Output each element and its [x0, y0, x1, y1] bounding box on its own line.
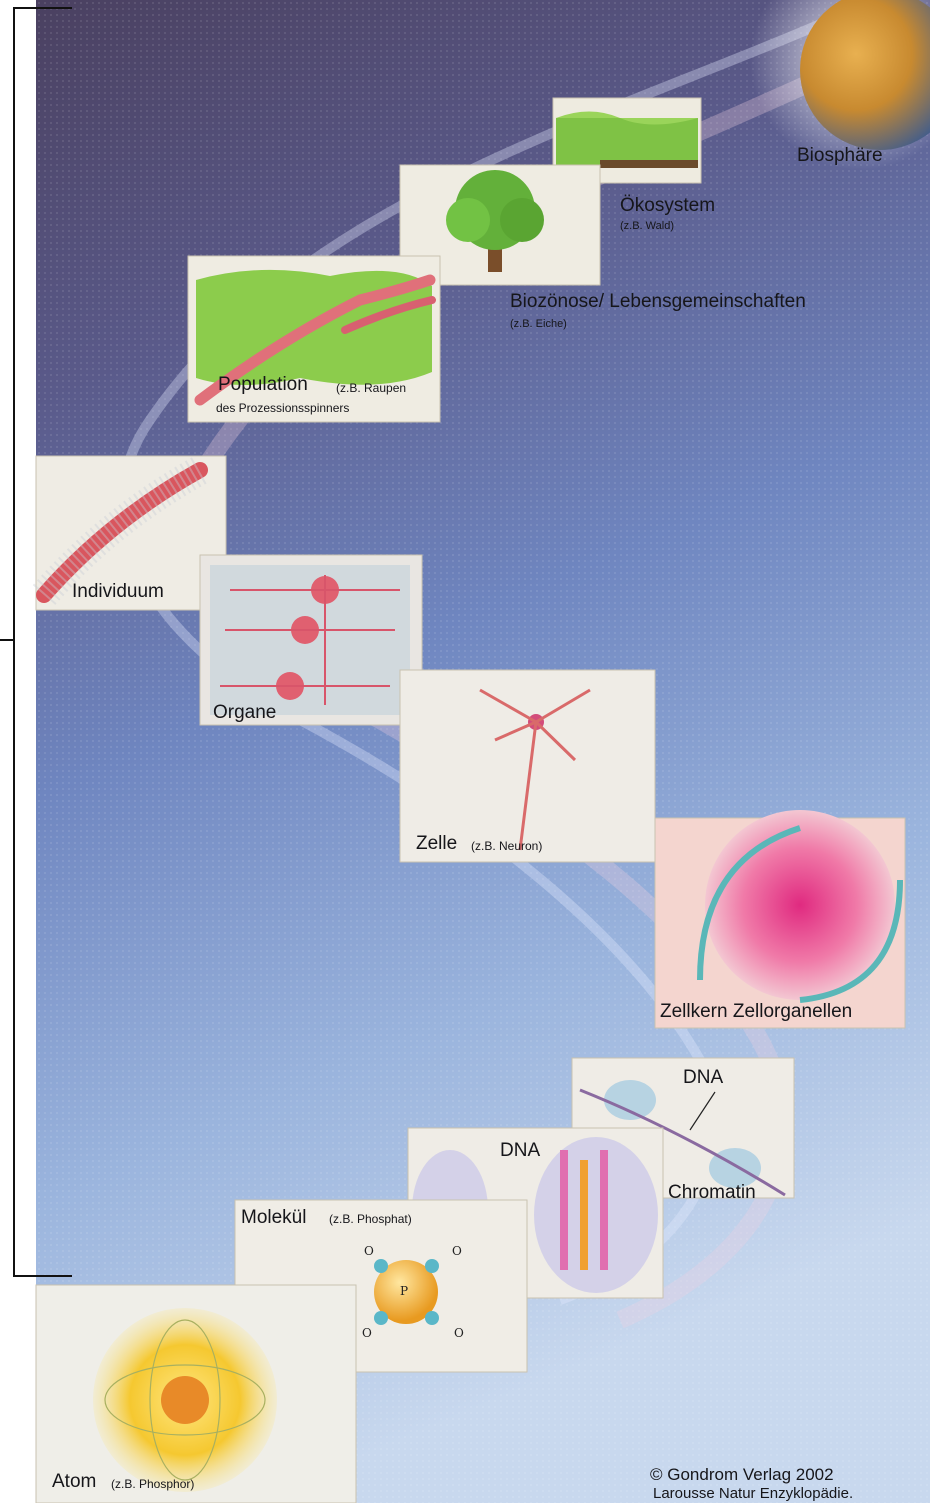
label-biocenosis-example: (z.B. Eiche)	[510, 318, 567, 330]
credit-line-2: Larousse Natur Enzyklopädie.	[653, 1486, 853, 1503]
label-atom-example: (z.B. Phosphor)	[111, 1478, 194, 1491]
label-molecule: Molekül	[241, 1208, 306, 1229]
credit-line-1: © Gondrom Verlag 2002	[650, 1466, 834, 1485]
oxygen-symbol: O	[452, 1244, 462, 1258]
label-dna-lower: DNA	[500, 1141, 540, 1162]
oxygen-symbol: O	[364, 1244, 374, 1258]
label-molecule-example: (z.B. Phosphat)	[329, 1213, 412, 1226]
oxygen-symbol: O	[362, 1326, 372, 1340]
label-cell-example: (z.B. Neuron)	[471, 840, 542, 853]
label-nucleus-organelles: Zellkern Zellorganellen	[660, 1002, 852, 1023]
label-biosphere: Biosphäre	[797, 146, 883, 167]
label-population: Population	[218, 375, 308, 396]
label-biocenosis: Biozönose/ Lebensgemeinschaften	[510, 292, 806, 313]
phosphorus-symbol: P	[400, 1284, 408, 1298]
label-chromatin: Chromatin	[668, 1183, 756, 1204]
oxygen-symbol: O	[454, 1326, 464, 1340]
label-population-example-2: des Prozessionsspinners	[216, 402, 349, 415]
nucleus-card	[655, 810, 905, 1028]
label-ecosystem-example: (z.B. Wald)	[620, 220, 674, 232]
label-ecosystem: Ökosystem	[620, 196, 715, 217]
label-population-example-1: (z.B. Raupen	[336, 382, 406, 395]
label-individual: Individuum	[72, 582, 164, 603]
label-atom: Atom	[52, 1472, 96, 1493]
label-cell: Zelle	[416, 834, 457, 855]
population-card	[188, 256, 440, 422]
label-organs: Organe	[213, 703, 276, 724]
organs-card	[200, 555, 422, 725]
label-dna-upper: DNA	[683, 1068, 723, 1089]
